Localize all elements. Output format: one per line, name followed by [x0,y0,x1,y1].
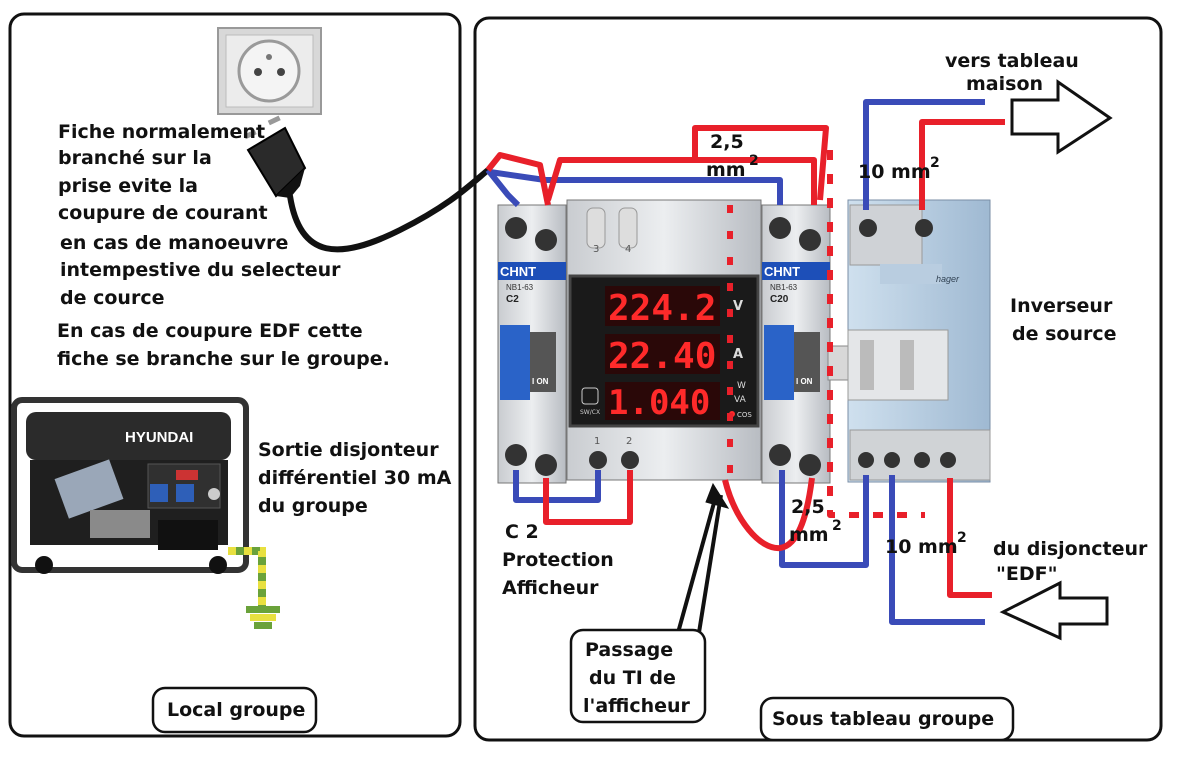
generator-brand: HYUNDAI [125,429,193,446]
plug-icon [243,115,307,198]
protection-note: Protection [502,549,614,571]
sous-tableau-label: Sous tableau groupe [772,708,994,730]
local-groupe-panel [8,12,462,738]
plug-note-line: de cource [60,287,164,309]
wire-size-top-left: 2,5 [710,131,744,153]
meter-voltage: 224.2 [608,288,716,329]
local-groupe-label-box [151,686,318,734]
live-wire-house [919,119,1005,210]
breaker-c2-switch: I ON [532,377,549,386]
meter-unit-a: A [733,347,743,362]
wire-size-top-right: 10 mm [858,161,931,183]
protection-note: Afficheur [502,577,599,599]
power-meter: 3 4 224.2 22.40 1.040 V A W VA COS SW/CX… [566,199,762,481]
live-wire-bottom [543,470,992,598]
arrow-to-house-icon [1010,79,1113,155]
wall-socket [217,27,322,115]
plug-note-line: coupure de courant [58,202,268,224]
breaker-c20-rating: C20 [770,294,789,305]
ti-note-line: du TI de [589,667,676,689]
breaker-c2-model: NB1-63 [506,283,534,292]
arrow-from-breaker-icon [999,580,1109,641]
generator-note-line: Sortie disjonteur [258,439,439,461]
meter-terminal-1: 1 [594,436,600,447]
edf-note: En cas de coupure EDF cette fiche se bra… [57,320,390,370]
breaker-c2-brand: CHNT [500,264,536,279]
plug-note-line: branché sur la [58,147,212,169]
breaker-c20-brand: CHNT [764,264,800,279]
inverter-brand: hager [936,274,960,284]
sous-tableau-label-box [759,696,1015,742]
earth-wire [228,547,280,629]
wire-size-top-right-exp: 2 [930,155,940,171]
source-inverter: hager [827,199,991,483]
ti-pointer-arrow-icon [674,482,730,646]
meter-unit-v: V [733,299,743,314]
meter-current: 22.40 [608,336,716,377]
plug-note: Fiche normalement branché sur la prise e… [58,121,341,309]
generator-icon: HYUNDAI [11,397,249,574]
edf-note-line: En cas de coupure EDF cette [57,320,363,342]
to-house-label: vers tableau [945,50,1079,72]
breaker-c2: CHNT NB1-63 C2 I ON [497,204,567,484]
ti-note-box [569,628,707,724]
inverter-label: de source [1012,323,1117,345]
breaker-c20-model: NB1-63 [770,283,798,292]
wire-size-top-left-unit: mm [706,159,746,181]
from-breaker-label: du disjoncteur [993,538,1148,560]
generator-note-line: du groupe [258,495,368,517]
plug-note-line: en cas de manoeuvre [60,232,288,254]
neutral-wire-house [863,99,985,210]
wire-size-bottom-mid-unit: mm [789,524,829,546]
plug-note-line: intempestive du selecteur [60,259,341,281]
neutral-wire-top [485,168,783,208]
plug-note-line: Fiche normalement [58,121,265,143]
to-house-label: maison [966,73,1043,95]
breaker-c2-rating: C2 [506,294,519,305]
black-cable [287,167,491,253]
live-wire-top [485,125,829,206]
live-wire-bridge [827,150,925,518]
meter-terminal-2: 2 [626,436,632,447]
wire-size-bottom-mid: 2,5 [791,496,825,518]
plug-note-line: prise evite la [58,175,198,197]
meter-button-label: SW/CX [580,409,600,416]
meter-unit-va: VA [734,395,747,405]
wire-size-bottom-mid-exp: 2 [832,518,842,534]
meter-unit-cos: COS [737,411,752,419]
protection-note: C 2 [505,521,539,543]
wire-size-top-left-exp: 2 [749,153,759,169]
ti-note-line: Passage [585,639,673,661]
local-groupe-label: Local groupe [167,699,305,721]
inverter-label: Inverseur [1010,295,1113,317]
ti-note-line: l'afficheur [583,695,691,717]
wire-size-bottom-right-exp: 2 [957,530,967,546]
meter-terminal-3: 3 [593,244,599,255]
generator-note: Sortie disjonteur différentiel 30 mA du … [258,439,452,517]
meter-power: 1.040 [608,383,710,423]
meter-terminal-4: 4 [625,244,631,255]
breaker-c20: CHNT NB1-63 C20 I ON [761,204,831,484]
wire-size-bottom-right: 10 mm [885,536,958,558]
neutral-wire-bottom [513,470,985,625]
edf-note-line: fiche se branche sur le groupe. [57,348,390,370]
generator-note-line: différentiel 30 mA [258,467,452,489]
meter-unit-w: W [737,381,746,391]
breaker-c20-switch: I ON [796,377,813,386]
from-breaker-label: "EDF" [996,563,1058,585]
wiring [485,99,1005,625]
